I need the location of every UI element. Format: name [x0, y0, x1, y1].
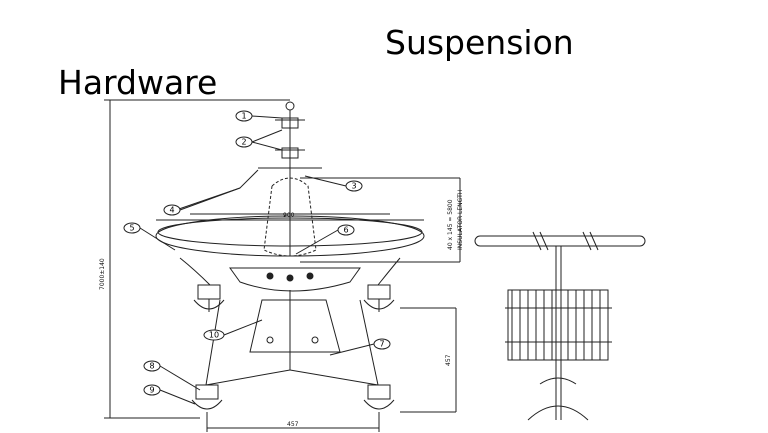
insulator-length-label: INSULATOR LENGTH: [457, 190, 464, 250]
clamp-bottom-right: [363, 384, 395, 410]
bottom-width-label: 457: [287, 421, 299, 428]
part-number-10: 10: [209, 331, 219, 340]
side-view: [474, 231, 646, 421]
insulator-spec-label: 40 x 145 = 5800: [447, 199, 454, 250]
top-width-label: 900: [283, 212, 295, 219]
part-number-2: 2: [241, 138, 246, 147]
part-number-9: 9: [149, 386, 154, 395]
part-number-5: 5: [129, 224, 134, 233]
part-number-1: 1: [241, 112, 246, 121]
bottom-height-label: 457: [445, 354, 452, 366]
part-number-8: 8: [149, 362, 154, 371]
lower-yoke-plate: [249, 299, 341, 353]
grading-ring: [155, 215, 425, 257]
overall-height-label: 7000±140: [99, 258, 106, 290]
part-number-3: 3: [351, 182, 356, 191]
part-number-7: 7: [379, 340, 384, 349]
clamp-top-right: [363, 284, 395, 312]
slide-title-line-2: Hardware: [58, 63, 218, 102]
part-number-4: 4: [169, 206, 174, 215]
hardware-arm: [175, 169, 259, 211]
upper-yoke-plate: [229, 267, 361, 292]
part-number-6: 6: [343, 226, 348, 235]
slide-title-line-1: Suspension: [385, 23, 574, 62]
top-attachment: [285, 101, 295, 111]
clamp-top-left: [193, 284, 225, 312]
insulator-body: [263, 177, 317, 257]
clamp-bottom-left: [191, 384, 223, 410]
